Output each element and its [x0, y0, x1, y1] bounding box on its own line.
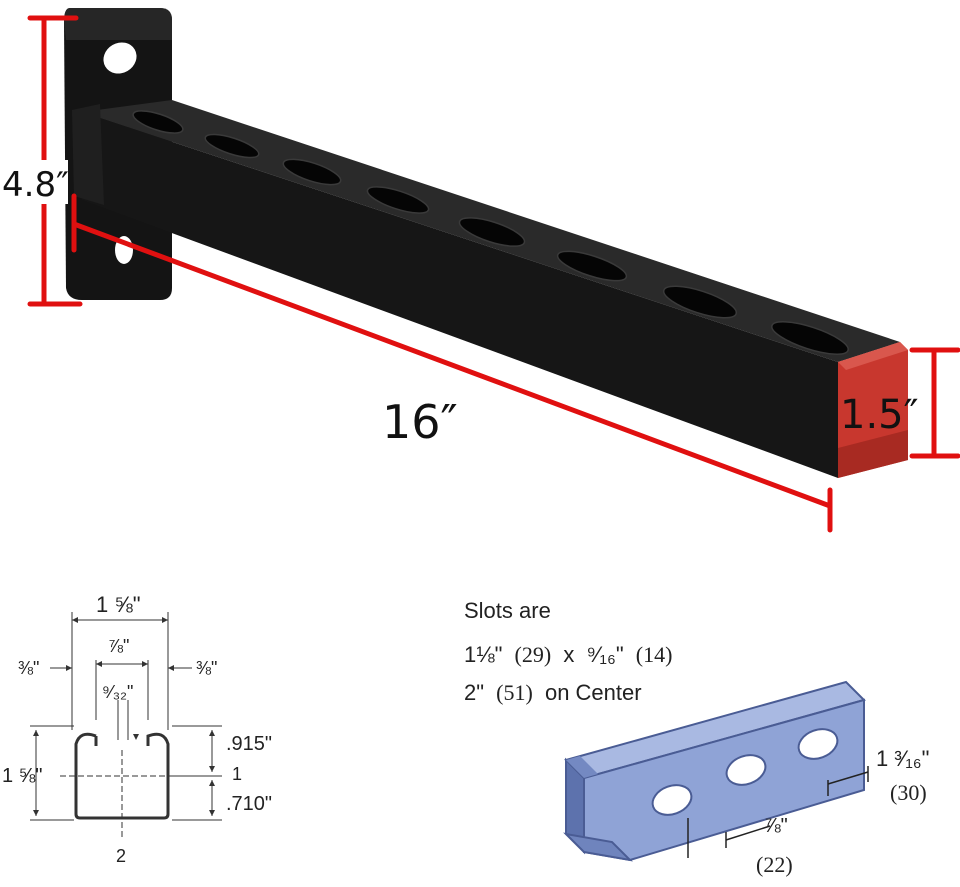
slot-pitch-mm: (51)	[496, 680, 533, 705]
height-label: 4.8″	[2, 165, 69, 205]
slot-spacing-label: ⅞"	[764, 815, 788, 837]
lower-offset-label: .710"	[226, 793, 272, 815]
arm-side-face	[82, 112, 838, 478]
slot-pitch-text: on Center	[545, 680, 642, 705]
end-size-label: 1.5″	[840, 392, 919, 438]
overall-height-label: 1 ⅝"	[2, 765, 42, 787]
channel-profile	[74, 732, 170, 820]
channel-height-label: 1 ³⁄₁₆"	[876, 746, 929, 771]
slot-spacing-mm: (22)	[756, 852, 793, 877]
dimension-lines	[27, 15, 960, 533]
slot-x: x	[563, 642, 574, 667]
slot-pitch-label: 2"	[464, 680, 484, 705]
slot-info-line1: Slots are	[464, 598, 551, 623]
center-axis-label: 1	[232, 764, 242, 784]
svg-text:2" (51) on Center: 2" (51) on Center	[464, 680, 642, 705]
right-lip-label: ⅜"	[196, 658, 217, 678]
length-label: 16″	[382, 395, 458, 449]
bracket-illustration	[64, 8, 908, 478]
cross-section-drawing	[30, 612, 222, 840]
slot-width-size: ⁹⁄₁₆"	[586, 642, 623, 667]
overall-width-label: 1 ⅝"	[96, 592, 141, 617]
upper-offset-label: .915"	[226, 733, 272, 755]
left-lip-label: ⅜"	[18, 658, 39, 678]
slot-length-label: 1⅛"	[464, 642, 502, 667]
slot-width-label: ⅞"	[108, 636, 129, 656]
slot-length-mm: (29)	[515, 642, 552, 667]
mounting-hole-top	[103, 42, 137, 74]
channel-height-mm: (30)	[890, 780, 927, 805]
slot-width-mm: (14)	[636, 642, 673, 667]
channel-slots	[651, 728, 839, 816]
blue-channel-illustration	[563, 680, 869, 862]
bottom-axis-label: 2	[116, 846, 126, 866]
slot-info-text: Slots are 1⅛" (29) x ⁹⁄₁₆" (14) 2" (51) …	[464, 598, 672, 705]
svg-text:1⅛" (29) x ⁹: 1⅛" (29) x ⁹⁄₁₆" (14)	[464, 642, 672, 667]
lip-gap-label: ⁹⁄₃₂"	[102, 682, 133, 702]
arm-slots	[132, 110, 849, 355]
length-dimension-line	[71, 221, 833, 509]
